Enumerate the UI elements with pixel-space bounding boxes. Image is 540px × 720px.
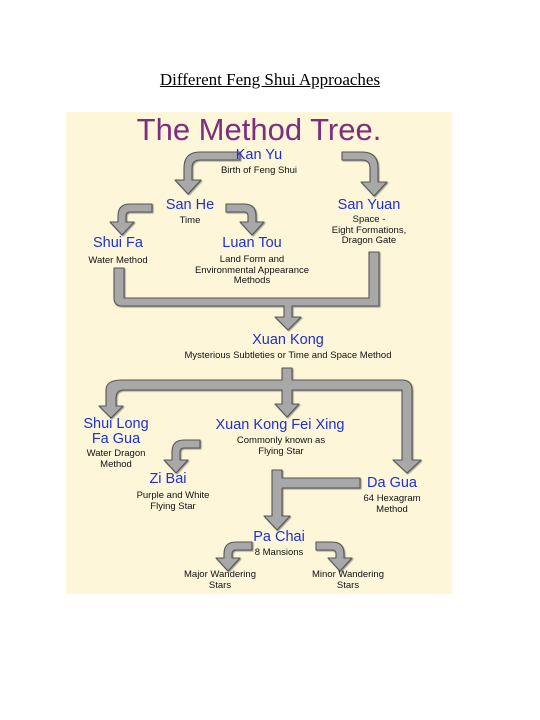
node-shui-fa: Shui Fa [93,235,143,251]
node-luan-tou-desc: Land Form and Environmental Appearance M… [162,254,342,287]
node-pa-chai-desc: 8 Mansions [254,547,304,558]
node-kan-yu-desc: Birth of Feng Shui [220,165,298,176]
tree-title: The Method Tree. [136,112,382,147]
minor-desc-line: Minor Wandering [312,569,384,580]
zi-bai-desc-line: Purple and White [136,490,210,501]
arrow-sanhe-luantou [225,203,265,236]
method-tree-diagram: The Method Tree. Kan Yu Birth of Feng Sh… [66,112,452,594]
node-fei-xing-desc: Commonly known as Flying Star [206,435,356,457]
node-san-yuan-desc: Space - Eight Formations, Dragon Gate [304,214,434,247]
luan-tou-desc-line: Environmental Appearance [194,264,310,276]
node-san-he-desc: Time [179,215,201,226]
da-gua-desc-line: 64 Hexagram [363,493,421,504]
node-da-gua: Da Gua [367,475,417,491]
fei-xing-desc-line: Flying Star [258,445,304,457]
node-xuan-kong: Xuan Kong [252,332,324,348]
luan-tou-desc-line: Methods [233,275,271,286]
minor-desc-line: Stars [336,579,360,591]
node-major-wandering: Major Wandering Stars [160,569,280,591]
major-desc-line: Major Wandering [184,569,256,580]
arrow-pachai-minor [315,541,353,572]
shui-long-desc-line: Method [100,458,132,470]
node-san-yuan: San Yuan [337,197,401,213]
arrow-kanyu-sanyuan [341,151,388,197]
arrow-merge-xuankong [113,251,380,331]
luan-tou-desc-line: Land Form and [219,254,285,265]
node-shui-long-desc: Water Dragon Method [66,448,166,470]
da-gua-desc-line: Method [376,503,408,515]
node-kan-yu: Kan Yu [235,147,283,163]
arrow-feixing-zibai [163,439,201,474]
node-san-he: San He [165,197,215,213]
zi-bai-desc-line: Flying Star [150,500,196,512]
arrow-xuankong-branches [98,367,422,474]
node-shui-fa-desc: Water Method [88,255,148,266]
node-minor-wandering: Minor Wandering Stars [288,569,408,591]
arrow-sanhe-shuifa [109,203,153,236]
node-fei-xing: Xuan Kong Fei Xing [215,417,345,433]
arrow-pachai-major [215,541,253,572]
node-shui-long: Shui Long Fa Gua [66,417,166,447]
major-desc-line: Stars [208,579,232,591]
document-title: Different Feng Shui Approaches [159,70,381,89]
shui-long-name-line: Shui Long [83,416,149,432]
shui-long-desc-line: Water Dragon [86,448,146,459]
san-yuan-desc-line: Space - [352,214,386,225]
fei-xing-desc-line: Commonly known as [236,435,326,446]
san-yuan-desc-line: Dragon Gate [341,235,397,246]
arrow-kanyu-sanhe [174,151,241,195]
shui-long-name-line: Fa Gua [91,431,141,447]
tree-arrows [98,151,422,572]
node-zi-bai: Zi Bai [149,471,187,487]
arrow-feixing-pachai [263,469,361,531]
node-zi-bai-desc: Purple and White Flying Star [108,490,238,512]
node-xuan-kong-desc: Mysterious Subtleties or Time and Space … [184,350,392,361]
node-da-gua-desc: 64 Hexagram Method [342,493,442,515]
node-luan-tou: Luan Tou [222,235,282,251]
san-yuan-desc-line: Eight Formations, [331,224,407,236]
node-pa-chai: Pa Chai [253,529,305,545]
